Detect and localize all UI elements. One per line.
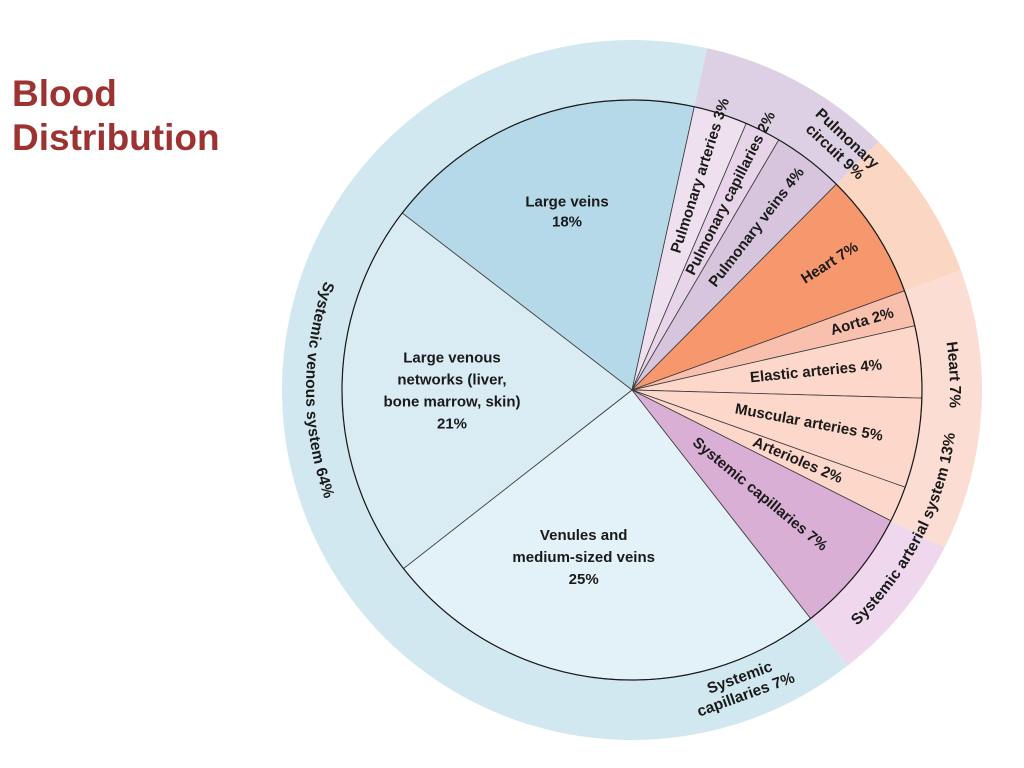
slice-label-large-venous-networks-liver-bone-marrow-skin-line-3: bone marrow, skin) <box>384 394 521 411</box>
pie-slices <box>341 99 923 681</box>
page-title-line-2: Distribution <box>12 117 220 158</box>
slice-label-large-veins-line-1: Large veins <box>525 194 608 211</box>
ring-label-heart: Heart 7% <box>942 341 963 409</box>
slice-label-large-venous-networks-liver-bone-marrow-skin-line-2: networks (liver, <box>397 372 506 389</box>
pie-outline <box>341 99 923 681</box>
slice-label-venules-and-medium-sized-veins-line-3: 25% <box>569 571 599 588</box>
slice-label-large-venous-networks-liver-bone-marrow-skin-line-1: Large venous <box>403 350 501 367</box>
page-title: Blood Distribution <box>12 72 220 160</box>
slice-label-venules-and-medium-sized-veins-line-1: Venules and <box>540 527 628 544</box>
slice-label-large-venous-networks-liver-bone-marrow-skin-line-4: 21% <box>437 416 467 433</box>
slice-label-large-venous-networks-liver-bone-marrow-skin: Large venous networks (liver, bone marrow,… <box>384 350 521 433</box>
page-title-line-1: Blood <box>12 73 117 114</box>
slice-label-large-veins-line-2: 18% <box>552 214 582 231</box>
slice-label-venules-and-medium-sized-veins: Venules and medium-sized veins 25% <box>512 527 655 588</box>
slice-label-large-veins: Large veins 18% <box>525 194 608 231</box>
slice-label-venules-and-medium-sized-veins-line-2: medium-sized veins <box>512 549 655 566</box>
